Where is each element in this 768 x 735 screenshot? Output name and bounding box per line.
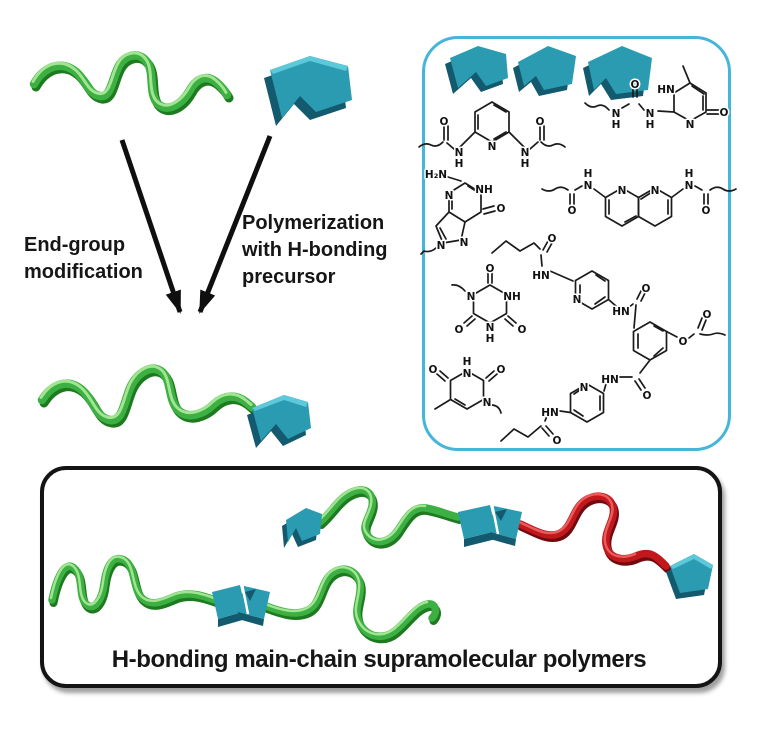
label-endgroup-modification: End-group modification — [24, 232, 143, 286]
hbond-motif-panel — [422, 36, 731, 451]
caption-supramolecular-polymers: H-bonding main-chain supramolecular poly… — [111, 646, 647, 673]
label-line: End-group — [24, 234, 126, 256]
functionalized-polymer-endgroup — [247, 395, 311, 448]
label-polymerization: Polymerization with H-bonding precursor — [242, 210, 388, 291]
functionalized-polymer-chain — [37, 364, 259, 428]
precursor-polymer-green — [29, 51, 234, 116]
label-line: Polymerization — [242, 212, 385, 234]
label-line: modification — [24, 261, 143, 283]
label-line: precursor — [242, 266, 336, 288]
label-line: with H-bonding — [242, 239, 388, 261]
hbond-precursor-arrow — [264, 56, 352, 126]
arrow-endgroup-modification — [119, 139, 183, 314]
